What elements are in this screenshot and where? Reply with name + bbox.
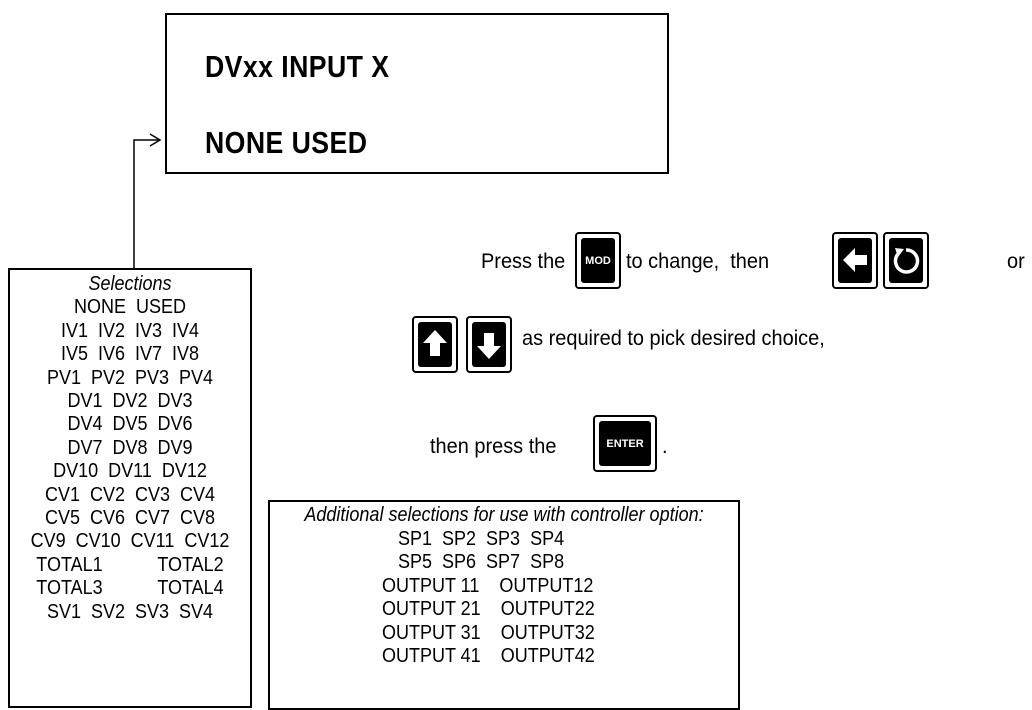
selection-item: DV10 DV11 DV12 — [53, 460, 207, 483]
additional-item: OUTPUT 31 OUTPUT32 — [382, 621, 595, 644]
instr-or: or — [1007, 250, 1025, 273]
instr-then-press-the: then press the — [430, 435, 557, 458]
additional-item: SP1 SP2 SP3 SP4 — [398, 527, 565, 550]
selection-item: CV1 CV2 CV3 CV4 — [44, 483, 216, 506]
display-line-1: DVxx INPUT X — [205, 49, 390, 84]
additional-item: OUTPUT 41 OUTPUT42 — [382, 645, 595, 667]
additional-selections-box: Additional selections for use with contr… — [268, 500, 740, 710]
selection-item: CV9 CV10 CV11 CV12 — [30, 530, 230, 553]
up-arrow-key[interactable] — [412, 316, 458, 373]
down-arrow-icon — [477, 333, 501, 359]
selection-item: IV1 IV2 IV3 IV4 — [60, 319, 200, 342]
mod-key-label: MOD — [581, 238, 615, 283]
rotate-key[interactable] — [883, 232, 929, 289]
additional-item: OUTPUT 21 OUTPUT22 — [382, 598, 595, 620]
display-panel: DVxx INPUT X NONE USED — [165, 13, 669, 174]
left-arrow-key[interactable] — [832, 232, 878, 289]
selection-item: TOTAL3 TOTAL4 — [36, 577, 224, 600]
display-line-2: NONE USED — [205, 125, 368, 160]
instr-as-required: as required to pick desired choice, — [522, 327, 825, 350]
left-arrow-icon — [843, 248, 867, 272]
rotate-icon — [893, 248, 920, 274]
selections-box: Selections NONE USED IV1 IV2 IV3 IV4 IV5… — [8, 268, 252, 708]
selection-item: NONE USED — [73, 296, 187, 319]
selection-item: DV4 DV5 DV6 — [67, 413, 193, 436]
enter-key[interactable]: ENTER — [593, 415, 657, 472]
enter-key-label: ENTER — [599, 421, 651, 466]
instr-to-change: to change, then — [626, 250, 770, 273]
down-arrow-key[interactable] — [466, 316, 512, 373]
selection-item: IV5 IV6 IV7 IV8 — [60, 343, 200, 366]
additional-item: OUTPUT 11 OUTPUT12 — [382, 574, 594, 597]
up-arrow-icon — [423, 330, 447, 356]
instr-press-the: Press the — [481, 250, 566, 273]
additional-item: SP5 SP6 SP7 SP8 — [398, 551, 565, 573]
additional-title: Additional selections for use with contr… — [304, 504, 704, 526]
selections-title: Selections — [88, 273, 172, 295]
selection-item: SV1 SV2 SV3 SV4 — [46, 600, 214, 623]
selection-item: DV1 DV2 DV3 — [67, 390, 193, 413]
mod-key[interactable]: MOD — [575, 232, 621, 289]
instr-period: . — [662, 435, 668, 458]
selection-item: CV5 CV6 CV7 CV8 — [44, 507, 216, 530]
selection-item: DV7 DV8 DV9 — [67, 436, 193, 459]
selection-item: TOTAL1 TOTAL2 — [36, 553, 224, 576]
selection-item: PV1 PV2 PV3 PV4 — [46, 366, 214, 389]
